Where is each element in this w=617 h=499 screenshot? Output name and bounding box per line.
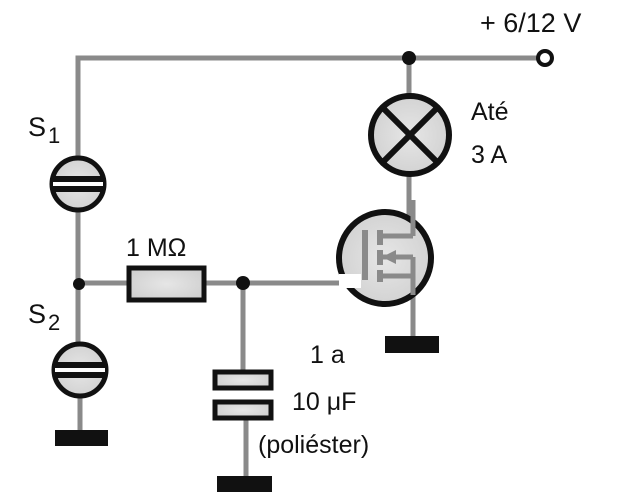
capacitor-label-line3: (poliéster) xyxy=(258,431,369,459)
switch-s1-label-main: S xyxy=(28,112,46,142)
resistor-icon xyxy=(126,265,207,303)
ground-s2-icon xyxy=(55,430,108,446)
supply-terminal-icon xyxy=(536,49,554,67)
switch-s1-icon xyxy=(49,155,107,213)
ground-capacitor-icon xyxy=(217,476,272,492)
capacitor-label-line1: 1 a xyxy=(310,341,345,369)
lamp-icon xyxy=(368,93,452,177)
capacitor-label-line2: 10 μF xyxy=(292,388,356,416)
capacitor-icon xyxy=(212,369,274,421)
junction-dot-supply xyxy=(402,51,416,65)
junction-dot-left xyxy=(73,278,85,290)
switch-s1-label-sub: 1 xyxy=(48,123,60,148)
resistor-label: 1 MΩ xyxy=(126,234,186,262)
ground-mosfet-icon xyxy=(385,336,439,353)
supply-label: + 6/12 V xyxy=(480,8,581,38)
lamp-label-line2: 3 A xyxy=(471,141,507,169)
switch-s2-label: S2 xyxy=(28,299,60,335)
switch-s2-icon xyxy=(51,341,109,399)
switch-s1-label: S1 xyxy=(28,112,60,148)
lamp-label-line1: Até xyxy=(471,98,509,126)
junction-dot-rc xyxy=(236,276,250,290)
switch-s2-label-sub: 2 xyxy=(48,310,60,335)
switch-s2-label-main: S xyxy=(28,299,46,329)
mosfet-icon xyxy=(336,200,434,307)
